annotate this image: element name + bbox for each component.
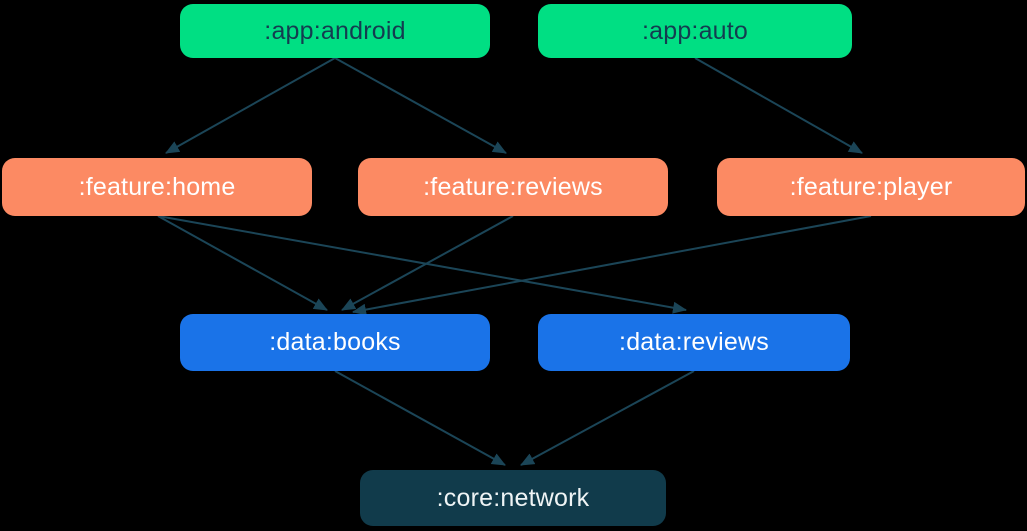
edge-feature-reviews-to-data-books bbox=[341, 215, 514, 311]
node-label: :data:books bbox=[269, 328, 401, 356]
node-label: :core:network bbox=[436, 483, 590, 512]
node-label: :feature:reviews bbox=[423, 172, 603, 201]
edge-feature-home-to-data-books bbox=[157, 215, 328, 311]
node-app-auto: :app:auto bbox=[538, 4, 852, 58]
edge-feature-home-to-data-reviews bbox=[157, 215, 687, 314]
node-label: :app:android bbox=[264, 16, 406, 45]
node-label: :data:reviews bbox=[619, 328, 769, 356]
edge-data-books-to-core-network bbox=[334, 370, 506, 466]
edge-group bbox=[157, 57, 872, 466]
node-label: :feature:player bbox=[789, 172, 953, 201]
node-data-reviews: :data:reviews bbox=[538, 314, 850, 371]
node-feature-reviews: :feature:reviews bbox=[358, 158, 668, 216]
node-label: :app:auto bbox=[641, 16, 749, 45]
edge-data-reviews-to-core-network bbox=[520, 370, 695, 466]
node-core-network: :core:network bbox=[360, 470, 666, 526]
node-app-android: :app:android bbox=[180, 4, 490, 58]
node-data-books: :data:books bbox=[180, 314, 490, 371]
node-feature-player: :feature:player bbox=[717, 158, 1025, 216]
node-label: :feature:home bbox=[78, 172, 236, 201]
edge-app-android-to-feature-reviews bbox=[334, 57, 507, 154]
edge-app-auto-to-feature-player bbox=[694, 57, 863, 154]
edge-feature-player-to-data-books bbox=[352, 215, 872, 316]
node-feature-home: :feature:home bbox=[2, 158, 312, 216]
edge-app-android-to-feature-home bbox=[165, 57, 336, 154]
